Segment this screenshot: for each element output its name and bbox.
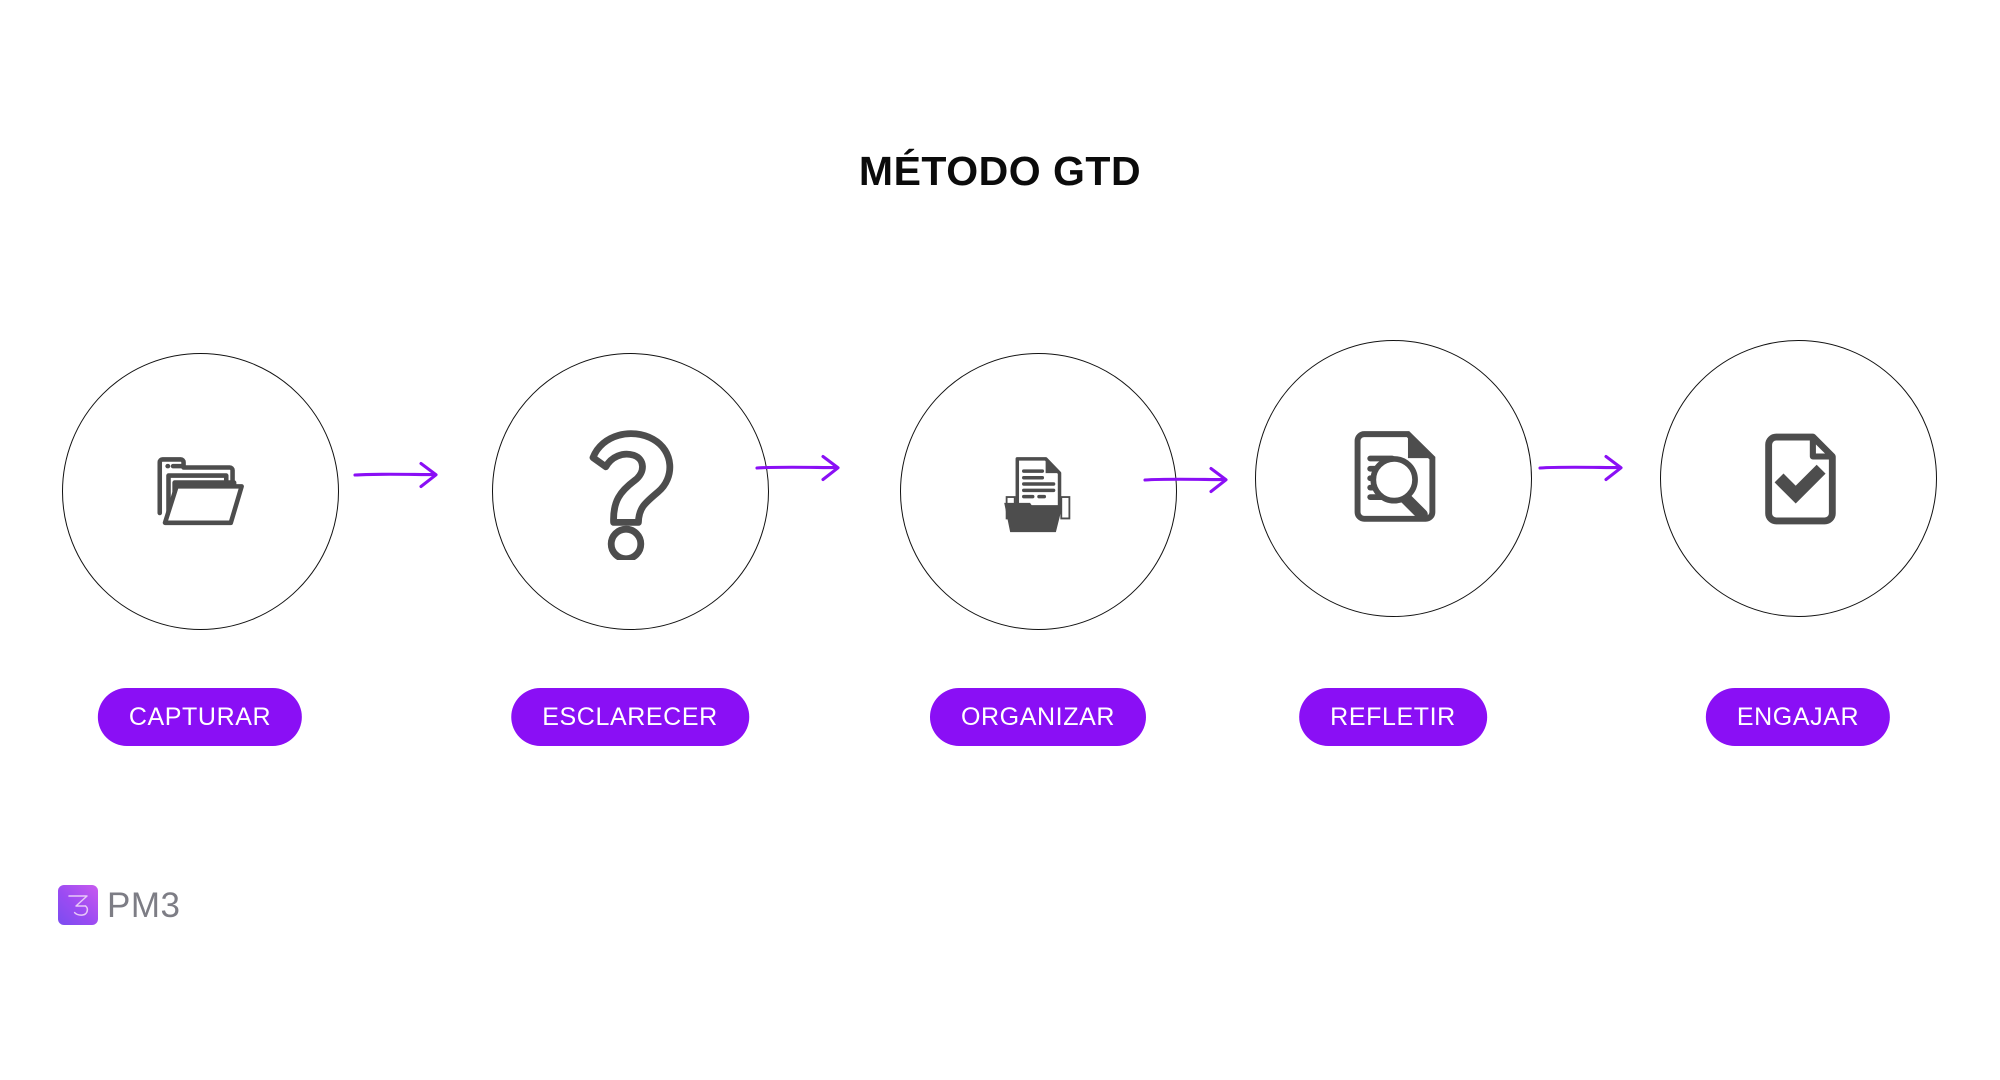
flow-step-refletir[interactable]: REFLETIR	[1243, 330, 1543, 746]
question-mark-icon	[576, 424, 684, 560]
arrow-right-icon-4	[1538, 448, 1634, 488]
pm3-logo-text: PM3	[107, 885, 181, 925]
step-label-pill[interactable]: CAPTURAR	[97, 688, 303, 746]
step-label-pill[interactable]: ORGANIZAR	[929, 688, 1147, 746]
step-circle	[899, 353, 1177, 630]
step-circle	[1659, 340, 1937, 617]
step-circle	[491, 353, 769, 630]
flow-step-engajar[interactable]: ENGAJAR	[1648, 330, 1948, 746]
step-circle	[1254, 340, 1532, 617]
inbox-tray-with-document-icon	[985, 439, 1091, 545]
pm3-logo-mark-icon	[58, 885, 98, 925]
open-folder-with-files-icon	[144, 436, 256, 548]
pm3-logo: PM3	[58, 885, 180, 925]
arrow-right-icon-1	[353, 455, 449, 495]
step-circle	[61, 353, 339, 630]
page-title: MÉTODO GTD	[858, 148, 1142, 194]
step-label-pill[interactable]: ESCLARECER	[511, 688, 749, 746]
arrow-right-icon-3	[1143, 460, 1239, 500]
flow-step-organizar[interactable]: ORGANIZAR	[888, 330, 1188, 746]
flow-step-capturar[interactable]: CAPTURAR	[50, 330, 350, 746]
document-with-checkmark-icon	[1737, 418, 1859, 540]
step-label-pill[interactable]: ENGAJAR	[1705, 688, 1891, 746]
arrow-right-icon-2	[755, 448, 851, 488]
document-with-magnifier-icon	[1330, 416, 1456, 542]
flow-step-esclarecer[interactable]: ESCLARECER	[480, 330, 780, 746]
step-label-pill[interactable]: REFLETIR	[1299, 688, 1487, 746]
